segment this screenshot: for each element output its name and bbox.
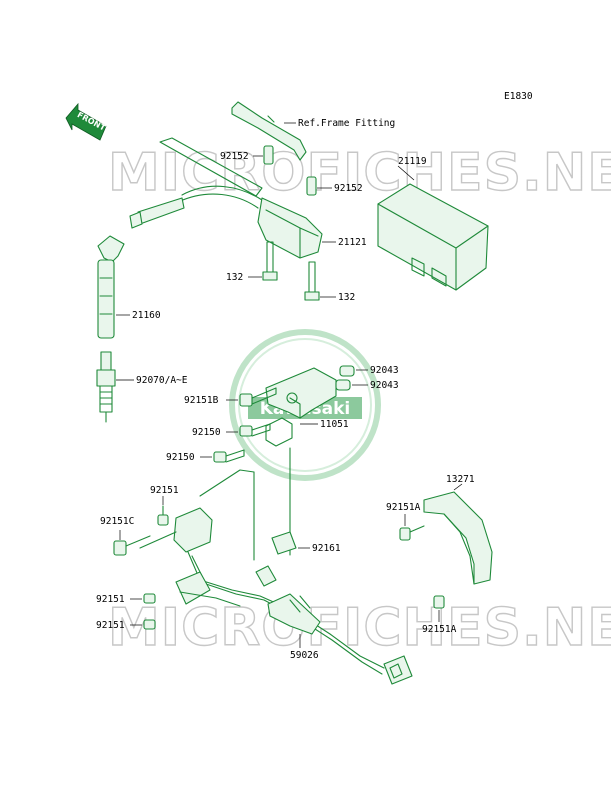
label-92043-b: 92043 xyxy=(370,380,399,391)
spacer-92152-lower xyxy=(306,176,317,196)
bolt-92151-low xyxy=(143,619,156,630)
label-92151-c: 92151 xyxy=(96,620,125,631)
label-92151c: 92151C xyxy=(100,516,134,527)
bolt-92151-mid xyxy=(143,593,156,604)
label-21121: 21121 xyxy=(338,237,367,248)
spark-plug-cap xyxy=(97,235,125,339)
label-92151a-b: 92151A xyxy=(422,624,457,635)
bolt-132-right xyxy=(304,261,320,301)
bolt-92151a-upper xyxy=(399,525,425,541)
ignition-coil xyxy=(129,137,323,259)
label-92151a-a: 92151A xyxy=(386,502,421,513)
collar-92043-lower xyxy=(335,379,351,391)
bolt-92151b xyxy=(239,387,277,407)
label-92161: 92161 xyxy=(312,543,341,554)
cover-13271 xyxy=(423,491,493,585)
watermark-top: MICROFICHES.NET xyxy=(108,143,611,203)
label-92150-a: 92150 xyxy=(192,427,221,438)
label-132-a: 132 xyxy=(226,272,243,283)
wiring-harness xyxy=(139,507,413,685)
label-92151-a: 92151 xyxy=(150,485,179,496)
label-13271: 13271 xyxy=(446,474,475,485)
screw-92150-lower xyxy=(213,449,245,463)
label-21160: 21160 xyxy=(132,310,161,321)
label-92152-a: 92152 xyxy=(220,151,249,162)
spark-plug xyxy=(96,351,116,423)
pad-92161 xyxy=(271,531,297,555)
label-92151b: 92151B xyxy=(184,395,219,406)
label-ref-frame: Ref.Frame Fitting xyxy=(298,118,395,129)
bolt-92151-upper xyxy=(157,505,169,526)
screw-92150-upper xyxy=(239,423,271,437)
label-132-b: 132 xyxy=(338,292,355,303)
bolt-132-left xyxy=(262,241,278,281)
pickup-assembly xyxy=(265,367,337,447)
cdi-unit xyxy=(377,183,489,291)
collar-92043-upper xyxy=(339,365,355,377)
label-92070: 92070/A~E xyxy=(136,375,188,386)
bolt-92151a-lower xyxy=(433,595,445,609)
spacer-92152-upper xyxy=(263,145,274,165)
label-92151-b: 92151 xyxy=(96,594,125,605)
label-92043-a: 92043 xyxy=(370,365,399,376)
label-92152-b: 92152 xyxy=(334,183,363,194)
label-92150-b: 92150 xyxy=(166,452,195,463)
front-arrow-icon: FRONT xyxy=(65,102,107,141)
label-59026: 59026 xyxy=(290,650,319,661)
frame-bracket xyxy=(231,101,307,161)
label-21119: 21119 xyxy=(398,156,427,167)
bolt-92151c xyxy=(113,535,151,556)
diagram-code: E1830 xyxy=(504,91,533,102)
label-11051: 11051 xyxy=(320,419,349,430)
watermark-bottom: MICROFICHES.NET xyxy=(108,598,611,658)
